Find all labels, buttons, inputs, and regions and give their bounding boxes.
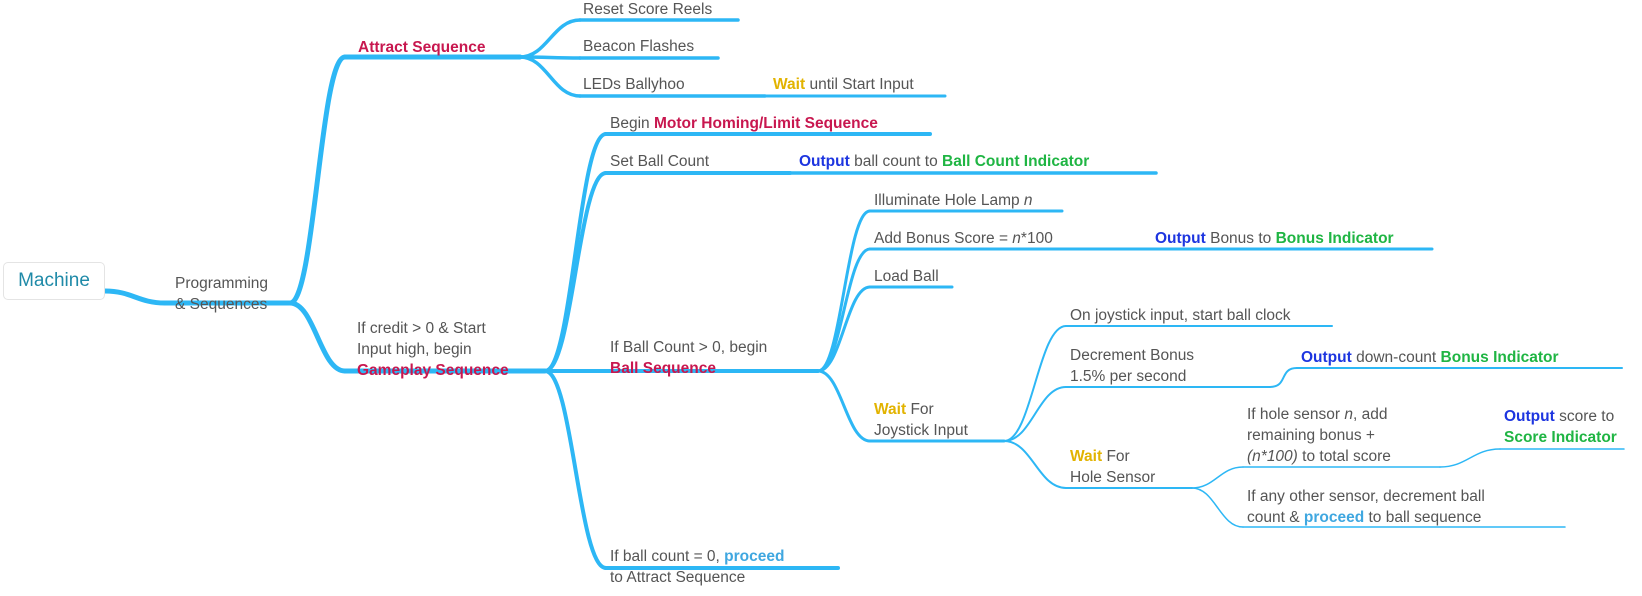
- node-add-bonus-score[interactable]: Add Bonus Score = n*100: [874, 230, 1053, 247]
- node-beacon-flashes[interactable]: Beacon Flashes: [583, 38, 695, 55]
- connector-32: [1003, 440, 1067, 489]
- connector-36: [1439, 448, 1501, 468]
- connector-gameplay: [287, 300, 348, 374]
- node-output-bonus[interactable]: Output Bonus to Bonus Indicator: [1155, 230, 1394, 247]
- connector-5: [518, 55, 582, 98]
- node-output-ball-count[interactable]: Output ball count to Ball Count Indicato…: [799, 153, 1090, 170]
- connector-38: [1191, 487, 1244, 528]
- connector-15: [543, 369, 608, 570]
- root-label: Machine: [18, 270, 90, 291]
- connector-24: [816, 369, 872, 443]
- connector-28: [1003, 386, 1067, 442]
- node-reset-score-reels[interactable]: Reset Score Reels: [583, 1, 713, 18]
- connector-10: [543, 171, 608, 373]
- node-illuminate-hole-lamp[interactable]: Illuminate Hole Lamp n: [874, 192, 1033, 209]
- node-motor-homing[interactable]: Begin Motor Homing/Limit Sequence: [610, 115, 878, 132]
- node-wait-start-input[interactable]: Wait until Start Input: [773, 76, 914, 93]
- connector-attract: [287, 54, 348, 306]
- node-attract-sequence[interactable]: Attract Sequence: [358, 39, 486, 56]
- connector-30: [1269, 367, 1298, 388]
- connector-26: [1003, 325, 1067, 442]
- connector-8: [543, 132, 608, 373]
- node-leds-ballyhoo[interactable]: LEDs Ballyhoo: [583, 76, 685, 93]
- connector-22: [816, 285, 872, 373]
- connector-19: [816, 247, 872, 373]
- root-node-machine[interactable]: Machine: [3, 262, 105, 300]
- connector-1: [518, 18, 582, 59]
- node-programming[interactable]: Programming& Sequences: [175, 275, 269, 313]
- node-output-down-count[interactable]: Output down-count Bonus Indicator: [1301, 349, 1559, 366]
- node-start-ball-clock[interactable]: On joystick input, start ball clock: [1070, 307, 1291, 324]
- node-load-ball[interactable]: Load Ball: [874, 268, 939, 285]
- connector-root-programming: [102, 288, 168, 306]
- node-set-ball-count[interactable]: Set Ball Count: [610, 153, 710, 170]
- connector-34: [1191, 466, 1244, 489]
